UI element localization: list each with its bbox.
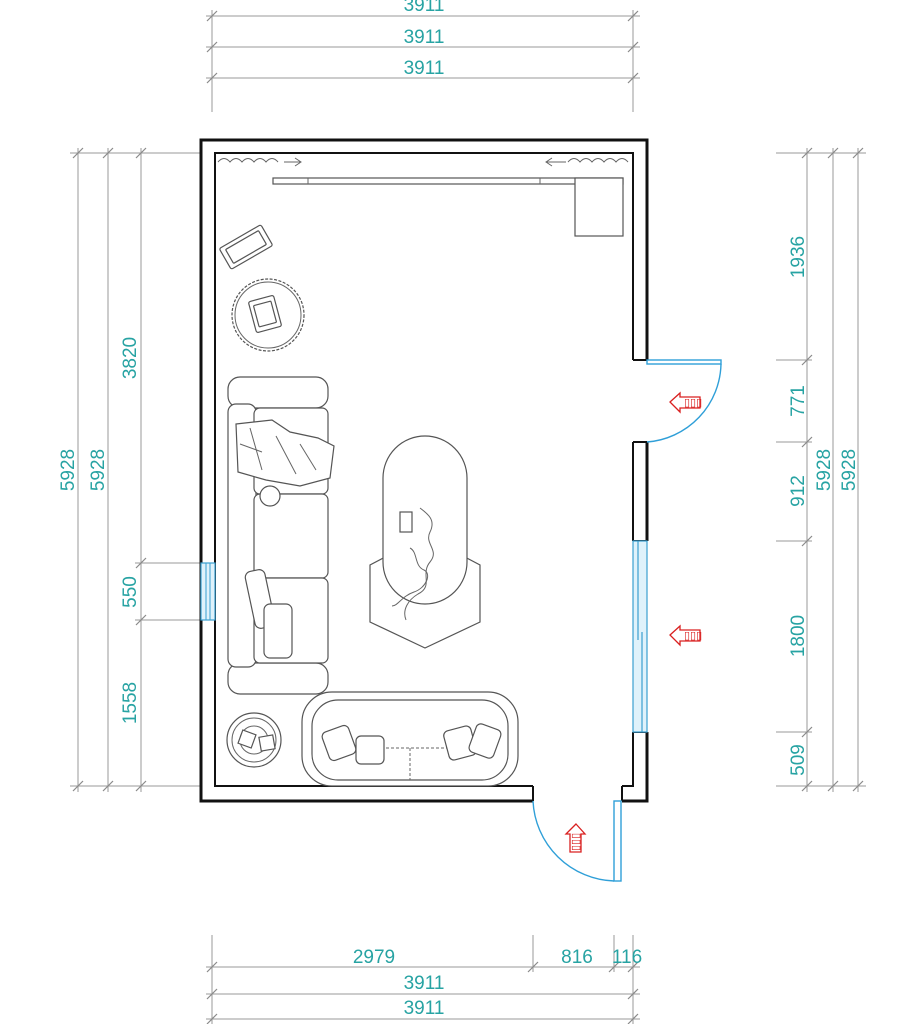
bottom-dimensions: 2979 816 116 3911 3911 <box>206 935 642 1024</box>
bottom-seg-2: 816 <box>561 947 593 968</box>
right-seg-4: 1800 <box>788 615 809 657</box>
left-seg-3: 1558 <box>120 682 141 724</box>
right-seg-2: 771 <box>788 385 809 417</box>
top-dim-2: 3911 <box>404 27 445 48</box>
flow-arrow-bottom-door: ▯▯▯ <box>564 823 587 853</box>
right-dimensions: 1936 771 912 1800 509 5928 5928 <box>776 147 866 792</box>
right-seg-3: 912 <box>788 475 809 507</box>
top-dimensions: 3911 3911 3911 <box>206 0 640 112</box>
left-seg-2: 550 <box>120 576 141 608</box>
flow-arrow-right-window: ▯▯▯ <box>669 624 702 647</box>
right-seg-5: 509 <box>788 744 809 776</box>
top-dim-3: 3911 <box>404 58 445 79</box>
flow-label-bottom-door: ▯▯▯ <box>570 833 582 851</box>
left-window <box>200 562 216 621</box>
left-total-inner: 5928 <box>88 449 109 491</box>
coffee-table <box>369 435 481 649</box>
top-dim-1: 3911 <box>404 0 445 16</box>
bottom-total-2: 3911 <box>404 998 445 1019</box>
tv-console <box>272 177 624 237</box>
right-seg-1: 1936 <box>788 236 809 278</box>
bottom-seg-1: 2979 <box>353 947 395 968</box>
bottom-door <box>532 800 622 882</box>
bottom-total-1: 3911 <box>404 973 445 994</box>
left-seg-1: 3820 <box>120 337 141 379</box>
flow-label-right-door: ▯▯▯ <box>684 397 702 409</box>
left-total-outer: 5928 <box>58 449 79 491</box>
left-dimensions: 5928 5928 3820 550 1558 <box>58 147 200 792</box>
round-rug-chair <box>231 278 305 352</box>
bottom-seg-3: 116 <box>612 947 642 968</box>
sofa-bottom <box>301 691 519 787</box>
right-total-outer: 5928 <box>839 449 860 491</box>
right-sliding-window <box>632 540 648 733</box>
flow-label-right-window: ▯▯▯ <box>684 630 702 642</box>
curtain-right <box>545 157 629 167</box>
armchair <box>219 224 273 270</box>
sofa-left <box>227 376 335 695</box>
right-door <box>646 359 722 443</box>
flow-arrow-right-door: ▯▯▯ <box>669 391 702 414</box>
curtain-left <box>217 157 302 167</box>
right-total-inner: 5928 <box>814 449 835 491</box>
walls <box>199 138 649 803</box>
side-table <box>226 712 282 768</box>
